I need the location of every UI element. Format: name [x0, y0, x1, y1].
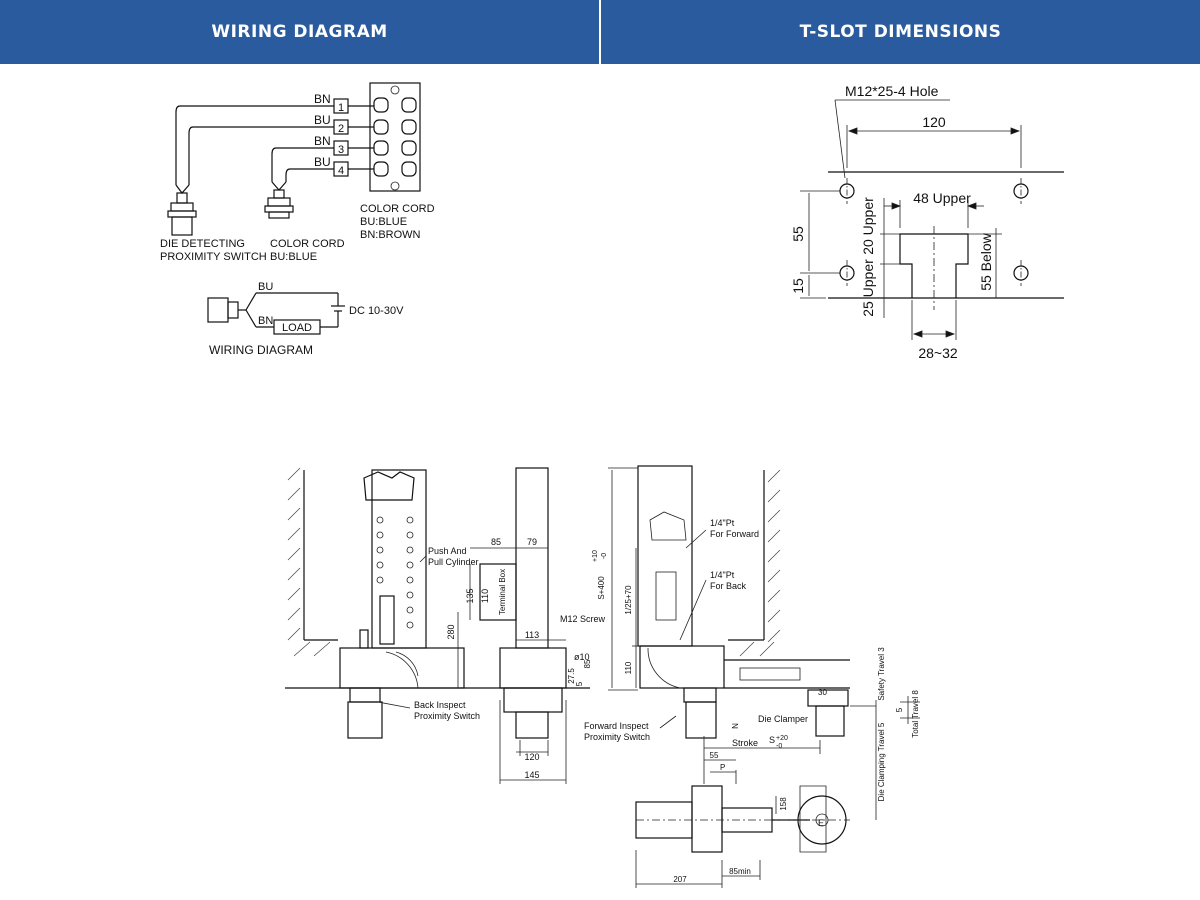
terminal-number-2: 2 [338, 123, 344, 135]
dim-48-upper: 48 Upper [913, 190, 971, 206]
safety-travel-label: Safety Travel 3 [877, 647, 886, 701]
total-travel-label: Total Travel 8 [911, 690, 920, 738]
color-cord-legend-3: BN:BROWN [360, 229, 421, 241]
dim-5-clamp: 5 [895, 707, 904, 712]
tol-minus0b: -0 [776, 743, 782, 750]
wire-label-2: BU [314, 113, 331, 127]
wire-label-3: BN [314, 134, 331, 148]
plan-view [635, 785, 847, 853]
push-pull-label-2: Pull Cylinder [428, 557, 479, 567]
dim-85-side: 85 [583, 659, 592, 668]
wire-label-4: BU [314, 155, 331, 169]
left-unit [339, 469, 465, 739]
header-bar: WIRING DIAGRAM T-SLOT DIMENSIONS [0, 0, 1200, 64]
forward-inspect-2: Proximity Switch [584, 732, 650, 742]
circuit-caption: WIRING DIAGRAM [209, 343, 313, 357]
pt-forward-1: 1/4"Pt [710, 518, 735, 528]
chain-links [376, 516, 414, 629]
dim-120: 120 [922, 114, 946, 130]
terminal-number-3: 3 [338, 144, 344, 156]
sensor1-label-line1: DIE DETECTING [160, 238, 245, 250]
color-cord-sensor-icon [264, 181, 294, 219]
sensor1-label-line2: PROXIMITY SWITCH [160, 251, 267, 263]
circuit-schematic [207, 292, 345, 335]
left-wall [287, 467, 338, 657]
dim-25-upper: 25 Upper [860, 259, 876, 317]
circuit-bn-label: BN [258, 315, 273, 327]
dim-1-25-70: 1/25+70 [624, 585, 633, 615]
dim-110-terminal: 110 [480, 589, 490, 603]
dim-280: 280 [446, 624, 456, 639]
n-label: N [731, 723, 740, 729]
clamping-travel-label: Die Clamping Travel 5 [877, 722, 886, 801]
sensor2-label-line2: BU:BLUE [270, 251, 317, 263]
pt-forward-2: For Forward [710, 529, 759, 539]
back-inspect-label-1: Back Inspect [414, 700, 466, 710]
dim-158: 158 [779, 797, 788, 811]
dia-10-label: ø10 [574, 652, 590, 662]
dim-110-right: 110 [624, 661, 633, 674]
dim-120-base: 120 [524, 752, 539, 762]
dim-27-5: 27.5 [567, 668, 576, 684]
die-clamper-label: Die Clamper [758, 714, 808, 724]
dim-207: 207 [673, 875, 687, 884]
tol-plus20: +20 [776, 735, 788, 742]
stroke-s: S [769, 735, 775, 745]
right-wall [728, 469, 781, 657]
circuit-bu-label: BU [258, 281, 273, 293]
t-slot-dimensions-diagram: M12*25-4 Hole 120 48 Upper 55 15 20 Uppe… [790, 83, 1064, 361]
terminal-block [369, 82, 421, 192]
dim-85-top: 85 [491, 537, 501, 547]
color-cord-legend-1: COLOR CORD [360, 203, 435, 215]
wiring-diagram-heading: WIRING DIAGRAM [0, 0, 601, 64]
stroke-label: Stroke [732, 738, 758, 748]
dim-15-left: 15 [790, 278, 806, 294]
die-detecting-sensor-icon [167, 184, 197, 236]
terminal-number-4: 4 [338, 165, 344, 177]
terminal-number-1: 1 [338, 102, 344, 114]
dim-55-plan: 55 [710, 751, 719, 760]
tol-plus10: +10 [592, 550, 599, 562]
dim-85min: 85min [729, 867, 751, 876]
color-cord-legend-2: BU:BLUE [360, 216, 407, 228]
p-label: P [720, 763, 725, 772]
e-label: E [818, 818, 824, 828]
dim-5: 5 [575, 681, 584, 686]
m12-screw-label: M12 Screw [560, 614, 606, 624]
back-inspect-label-2: Proximity Switch [414, 711, 480, 721]
wiring-diagram: 1 2 3 4 BN BU BN BU DIE DETECTING PROXIM… [160, 82, 435, 357]
tol-minus0: -0 [601, 553, 608, 559]
terminal-box-label: Terminal Box [498, 569, 507, 615]
dim-145: 145 [524, 770, 539, 780]
dim-30: 30 [818, 688, 827, 697]
dim-28-32: 28~32 [918, 345, 958, 361]
dim-79: 79 [527, 537, 537, 547]
wire-label-1: BN [314, 92, 331, 106]
stroke-s400: S+400 [597, 576, 606, 600]
forward-inspect-1: Forward Inspect [584, 721, 649, 731]
push-pull-label-1: Push And [428, 546, 467, 556]
pt-back-1: 1/4"Pt [710, 570, 735, 580]
t-slot-dimensions-heading: T-SLOT DIMENSIONS [601, 0, 1200, 64]
hole-spec-label: M12*25-4 Hole [845, 83, 939, 99]
circuit-load-label: LOAD [282, 322, 312, 334]
assembly-drawing: Push And Pull Cylinder Back Inspect Prox… [285, 465, 920, 888]
circuit-supply-label: DC 10-30V [349, 305, 404, 317]
dim-55-below: 55 Below [978, 232, 994, 290]
dim-20-upper: 20 Upper [860, 197, 876, 255]
dim-113: 113 [525, 630, 539, 640]
dim-135: 135 [465, 588, 475, 603]
dim-55-left: 55 [790, 226, 806, 242]
right-unit [637, 465, 850, 739]
sensor2-label-line1: COLOR CORD [270, 238, 345, 250]
pt-back-2: For Back [710, 581, 747, 591]
